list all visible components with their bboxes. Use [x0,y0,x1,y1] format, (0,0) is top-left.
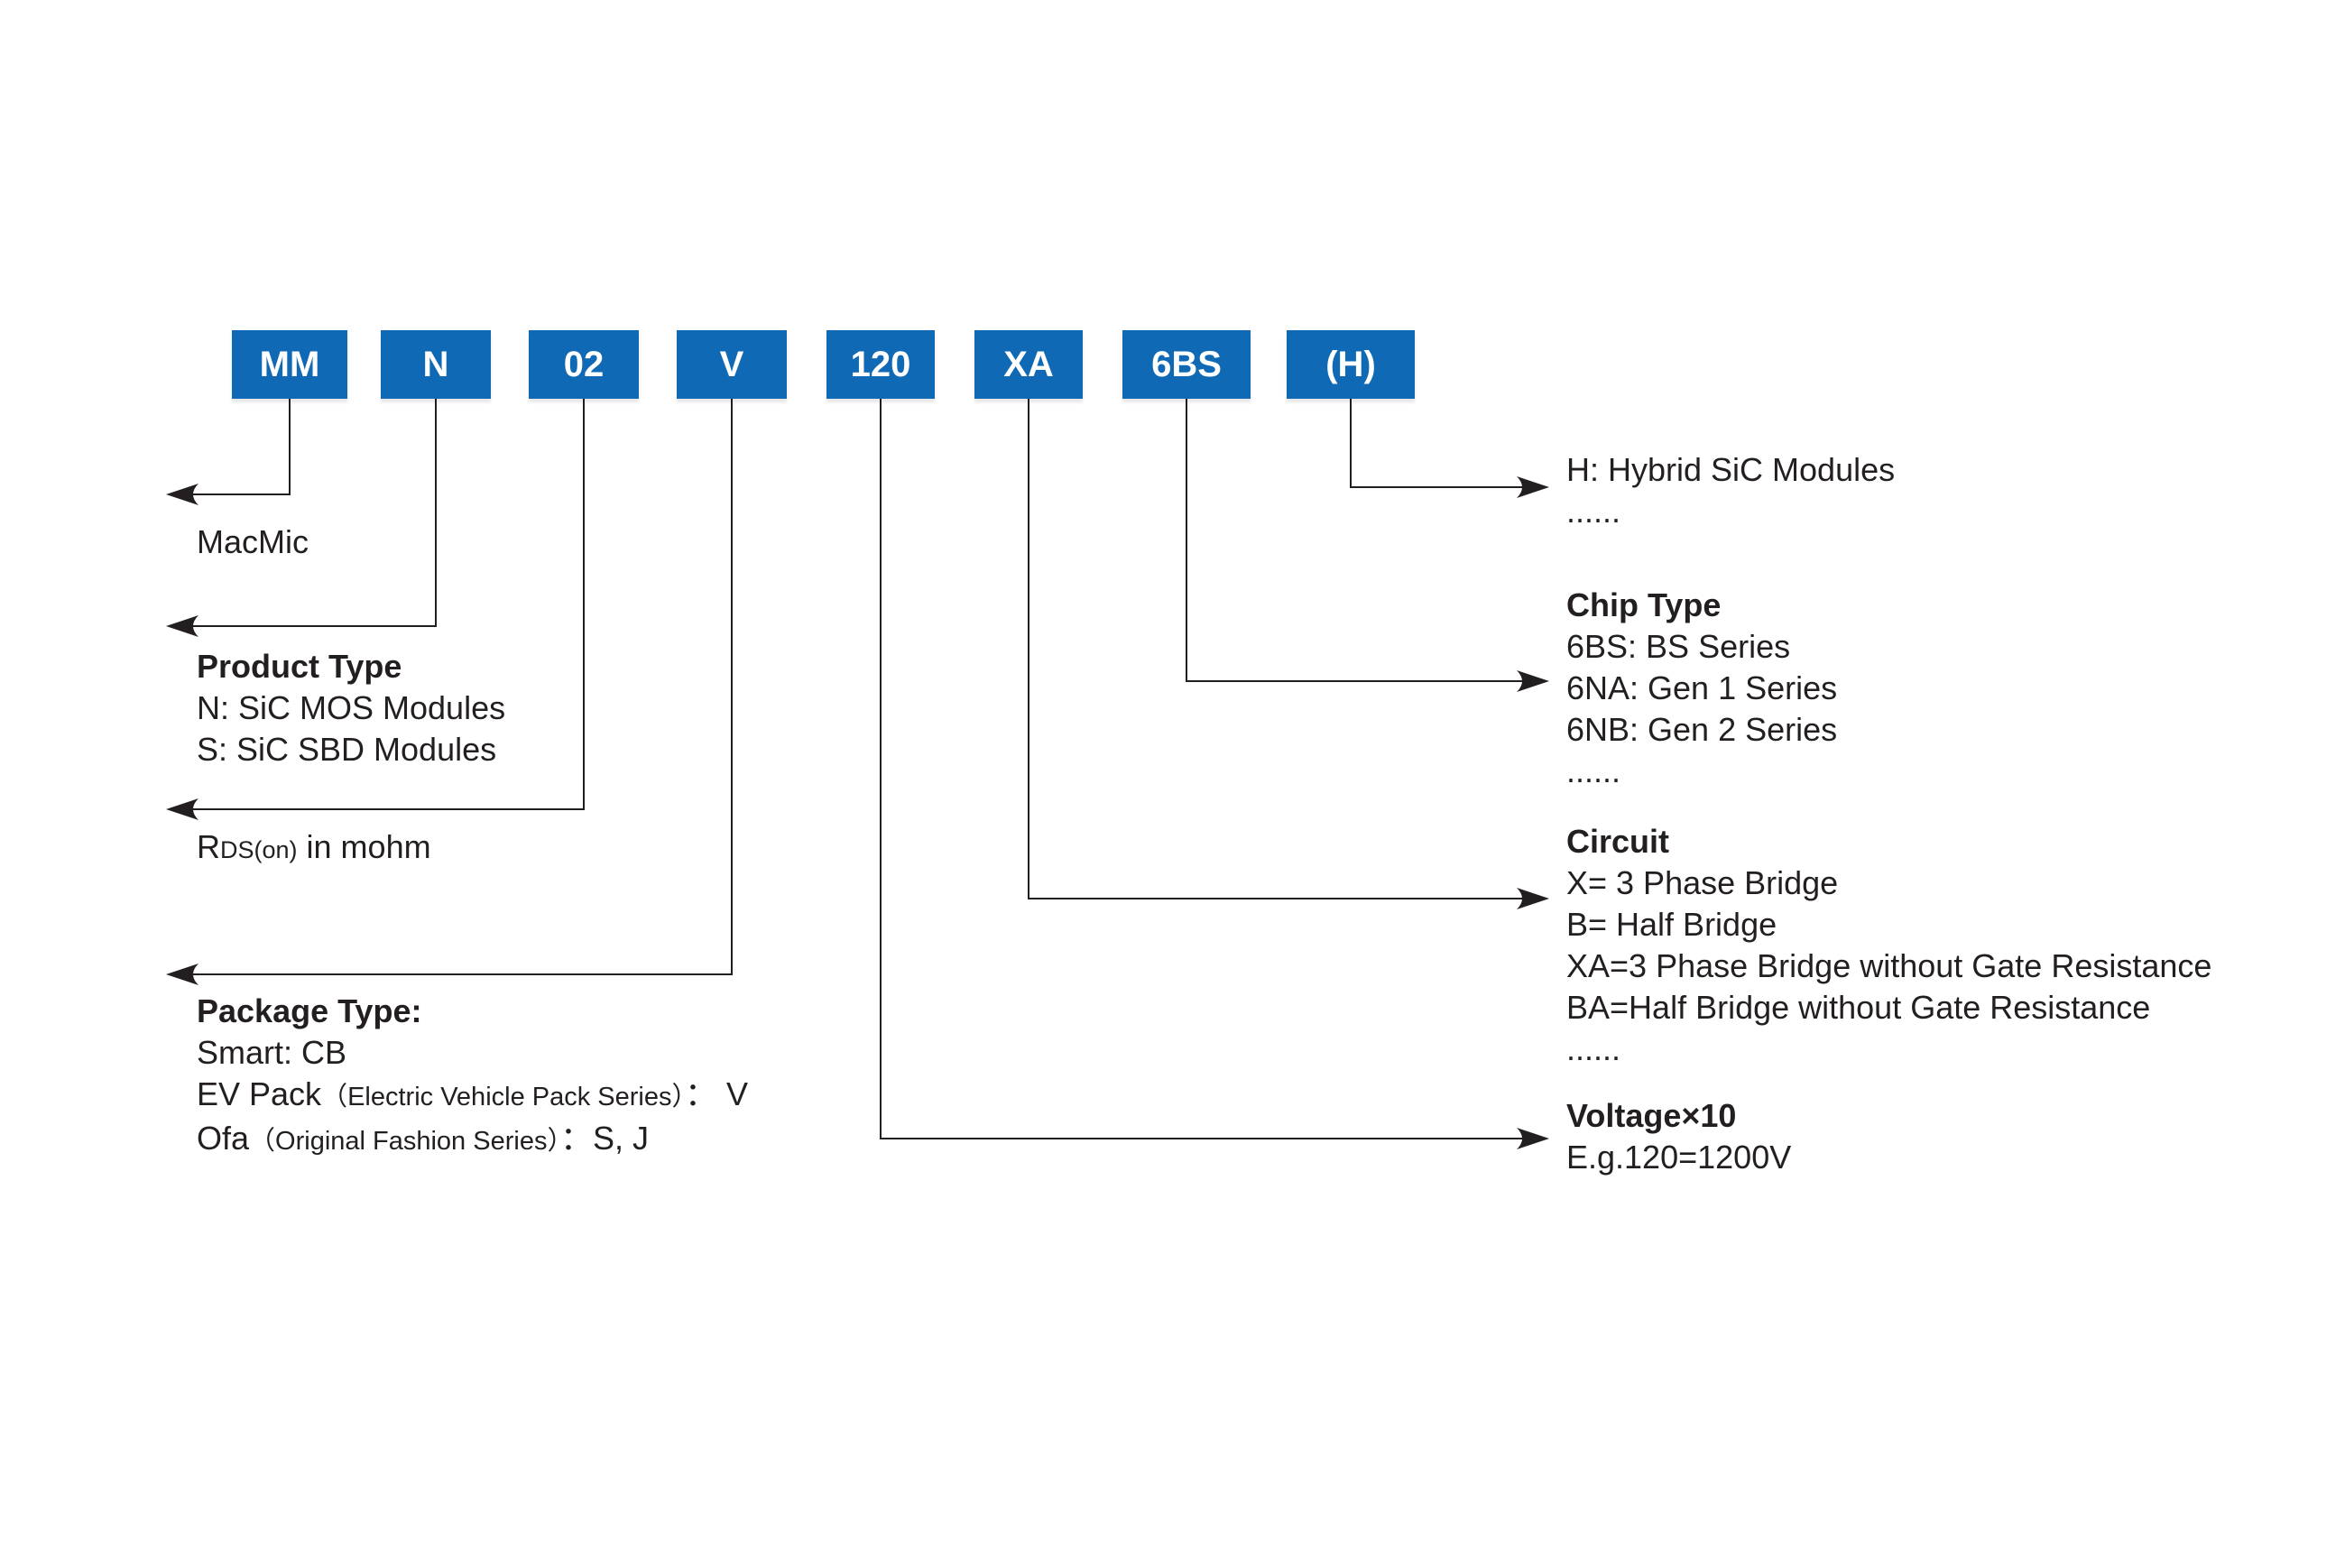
package-ofa-code: ：S, J [559,1120,649,1157]
connector-line [435,399,437,627]
package-type-option: Smart: CB [197,1034,347,1071]
connector-line [289,399,291,495]
connector-line [880,399,882,1139]
segment-box-02: 02 [529,330,639,399]
circuit-note: Circuit X= 3 Phase Bridge B= Half Bridge… [1566,821,2211,1070]
hybrid-ellipsis: ...... [1566,493,1621,530]
circuit-option: X= 3 Phase Bridge [1566,864,1839,901]
connector-line [1186,399,1187,682]
segment-box-120: 120 [826,330,935,399]
segment-box-6bs: 6BS [1122,330,1251,399]
rds-symbol: R [197,828,220,865]
connector-line [583,399,585,810]
package-type-note: Package Type: Smart: CB EV Pack（Electric… [197,991,748,1162]
brand-label: MacMic [197,521,309,563]
segment-box-v: V [677,330,787,399]
circuit-heading: Circuit [1566,823,1670,860]
rds-rest: in mohm [297,828,431,865]
product-type-note: Product Type N: SiC MOS Modules S: SiC S… [197,646,505,770]
circuit-option: B= Half Bridge [1566,906,1777,943]
arrowhead-left-icon [166,615,198,637]
package-type-option: Ofa（Original Fashion Series）：S, J [197,1118,748,1162]
connector-line [189,625,437,627]
package-ofa-paren: （Original Fashion Series） [249,1127,560,1156]
arrowhead-right-icon [1517,670,1549,692]
segment-box-n: N [381,330,491,399]
connector-line [1028,399,1029,899]
product-type-option: S: SiC SBD Modules [197,731,497,768]
voltage-note: Voltage×10 E.g.120=1200V [1566,1095,1791,1178]
package-type-heading: Package Type: [197,992,422,1029]
chip-type-option: 6NB: Gen 2 Series [1566,711,1838,748]
segment-box-mm: MM [232,330,347,399]
hybrid-option: H: Hybrid SiC Modules [1566,451,1896,488]
connector-line [1029,898,1525,899]
chip-type-ellipsis: ...... [1566,752,1621,789]
segment-box-xa: XA [974,330,1083,399]
segment-box-h: (H) [1287,330,1415,399]
package-type-option: EV Pack（Electric Vehicle Pack Series）： V [197,1074,748,1118]
product-type-option: N: SiC MOS Modules [197,689,506,726]
brand-name: MacMic [197,523,309,560]
connector-line [881,1138,1525,1139]
product-type-heading: Product Type [197,648,402,685]
hybrid-note: H: Hybrid SiC Modules ...... [1566,449,1895,532]
connector-line [731,399,733,975]
arrowhead-left-icon [166,484,198,505]
connector-line [1351,486,1525,488]
arrowhead-left-icon [166,964,198,985]
arrowhead-right-icon [1517,476,1549,498]
package-ev-code: ： V [685,1075,749,1112]
package-ev-label: EV Pack [197,1075,322,1112]
circuit-option: BA=Half Bridge without Gate Resistance [1566,989,2151,1026]
connector-line [1186,680,1525,682]
chip-type-heading: Chip Type [1566,586,1722,623]
voltage-heading: Voltage×10 [1566,1097,1737,1134]
arrowhead-right-icon [1517,888,1549,909]
connector-line [1350,399,1352,488]
arrowhead-left-icon [166,798,198,820]
package-ev-paren: （Electric Vehicle Pack Series） [321,1083,685,1111]
package-ofa-label: Ofa [197,1120,250,1157]
connector-line [189,808,585,810]
chip-type-note: Chip Type 6BS: BS Series 6NA: Gen 1 Seri… [1566,585,1837,792]
circuit-ellipsis: ...... [1566,1030,1621,1067]
connector-line [189,973,733,975]
voltage-example: E.g.120=1200V [1566,1139,1792,1176]
rds-subscript: DS(on) [220,836,298,863]
rds-line: RDS(on) in mohm [197,826,431,871]
arrowhead-right-icon [1517,1128,1549,1149]
circuit-option: XA=3 Phase Bridge without Gate Resistanc… [1566,947,2212,984]
chip-type-option: 6BS: BS Series [1566,628,1791,665]
rds-note: RDS(on) in mohm [197,826,431,871]
connector-line [189,493,291,495]
chip-type-option: 6NA: Gen 1 Series [1566,669,1838,706]
